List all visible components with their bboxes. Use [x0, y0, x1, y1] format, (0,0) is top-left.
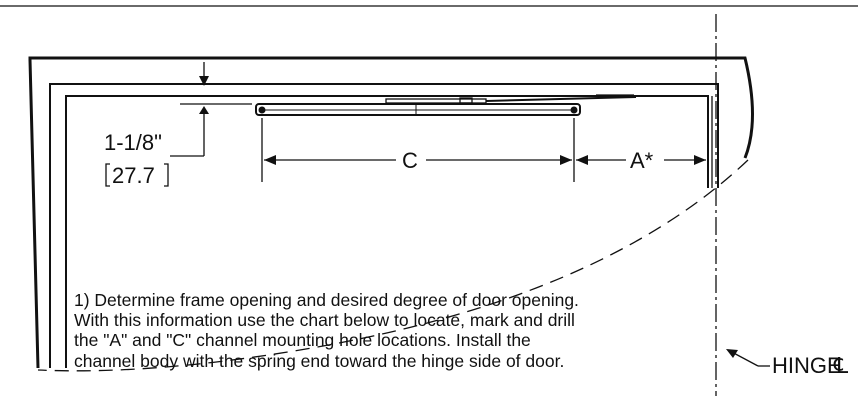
top-clearance-dimension [170, 62, 252, 157]
closer-channel-body [255, 94, 637, 116]
instruction-line-4: channel body with the spring end toward … [74, 351, 564, 371]
door-frame-inner [65, 95, 709, 368]
mounting-hole-c-left [258, 106, 266, 114]
hinge-centerline-symbol: ℄ [833, 353, 849, 378]
c-dimension-label: C [402, 148, 418, 173]
clearance-mm-label: 27.7 [112, 163, 155, 188]
instruction-line-1: 1) Determine frame opening and desired d… [74, 290, 579, 310]
a-dimension [576, 155, 706, 165]
clearance-mm-bracket-right [164, 163, 169, 187]
clearance-mm-bracket-left [105, 163, 110, 187]
hinge-leader [726, 349, 770, 367]
door-frame-middle [49, 83, 719, 368]
a-dimension-label: A* [630, 148, 654, 173]
instruction-line-2: With this information use the chart belo… [74, 310, 575, 330]
mounting-hole-c-right [570, 106, 578, 114]
door-swing-arc [37, 159, 749, 372]
c-dimension [261, 118, 575, 182]
instruction-line-3: the "A" and "C" channel mounting hole lo… [74, 330, 531, 350]
door-frame-outer [28, 56, 754, 369]
hinge-label: HINGE [772, 353, 842, 378]
clearance-inches-label: 1-1/8" [104, 130, 162, 155]
